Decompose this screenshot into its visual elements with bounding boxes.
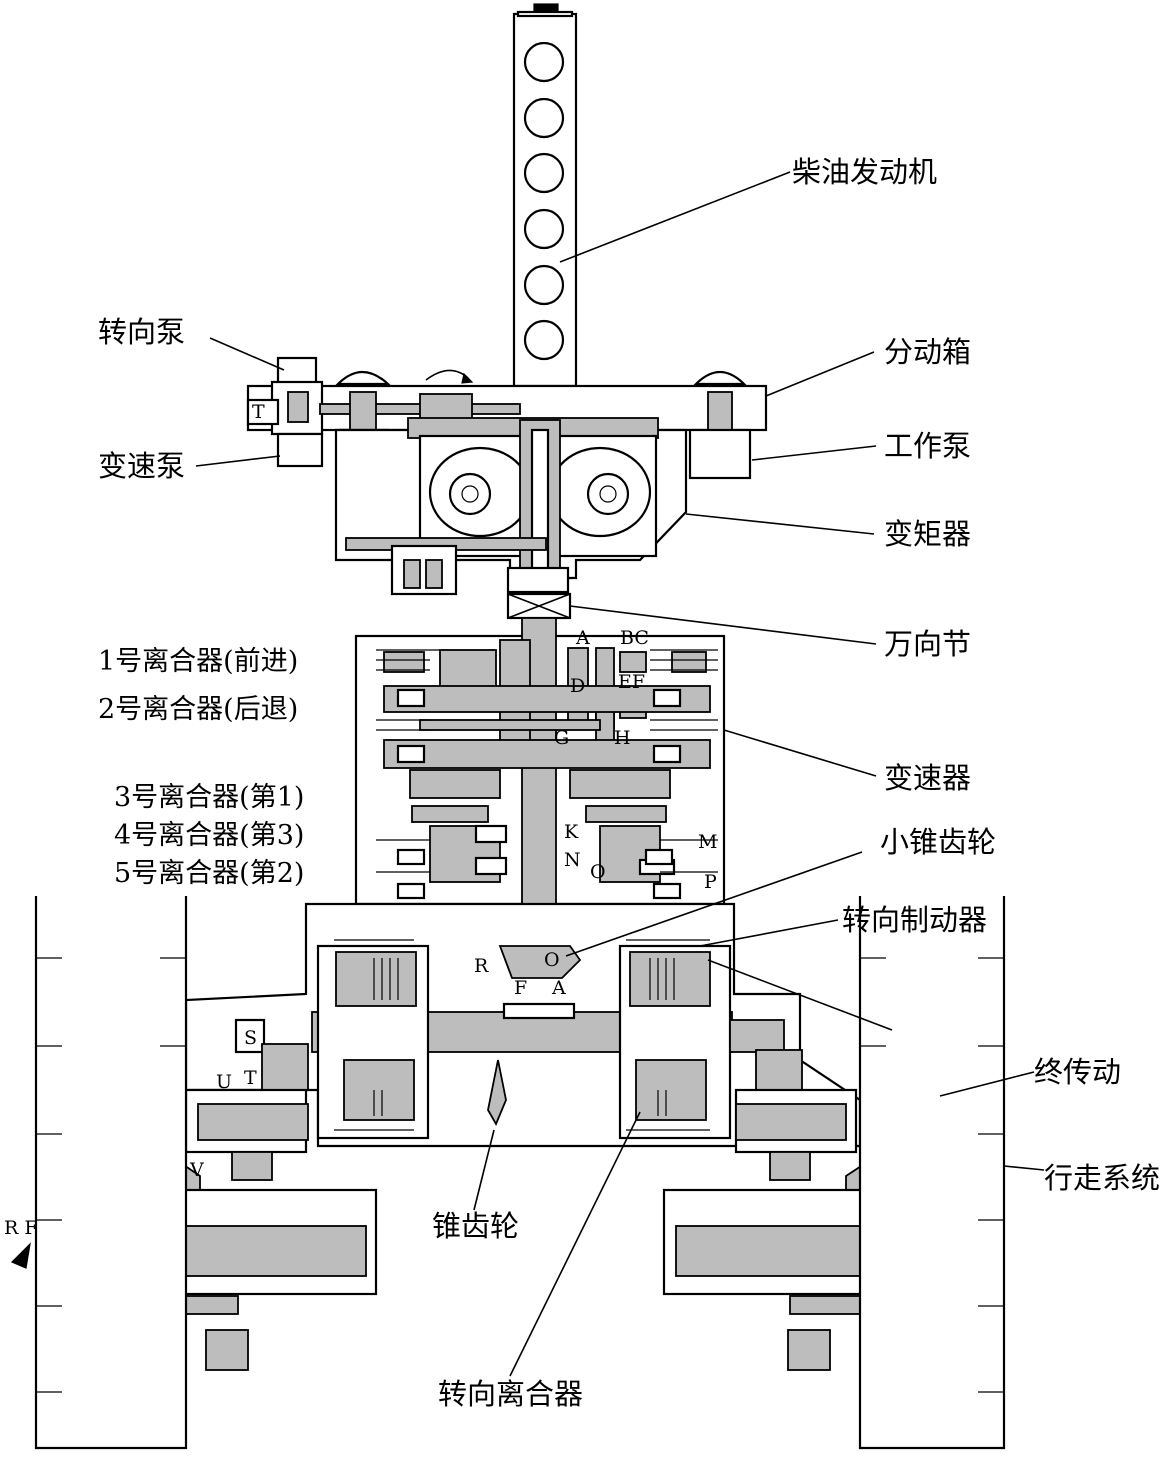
- letter-rf: R F: [4, 1217, 38, 1239]
- transfer-box: [246, 356, 768, 480]
- travel-system: [34, 896, 1006, 1450]
- label-work-pump: 工作泵: [884, 429, 971, 463]
- label-bevel-gear: 锥齿轮: [432, 1209, 519, 1243]
- label-steering-clutch: 转向离合器: [438, 1377, 583, 1411]
- label-clutch-2: 2号离合器(后退): [98, 694, 298, 725]
- label-diesel-engine: 柴油发动机: [792, 155, 937, 189]
- label-steering-pump: 转向泵: [98, 315, 185, 349]
- transmission: [354, 617, 726, 949]
- letter-f: F: [514, 977, 527, 999]
- label-shift-pump: 变速泵: [98, 449, 185, 483]
- leader-lines: [195, 171, 1045, 1377]
- letter-h: H: [614, 727, 631, 749]
- letter-ef: EF: [618, 671, 645, 693]
- letter-callouts: T A BC D EF G H K M N O P R O F A S U T …: [4, 401, 717, 1239]
- letter-a: A: [575, 627, 590, 649]
- letter-p: P: [704, 871, 717, 893]
- universal-joint: [506, 592, 572, 620]
- labels: 柴油发动机 转向泵 分动箱 变速泵 工作泵 变矩器 万向节 1号离合器(前进) …: [98, 155, 1160, 1411]
- label-universal-joint: 万向节: [884, 627, 971, 661]
- letter-m: M: [698, 831, 717, 853]
- letter-r: R: [474, 955, 489, 977]
- letter-t: T: [244, 1067, 257, 1089]
- letter-t-pump: T: [252, 401, 265, 423]
- label-clutch-4: 4号离合器(第3): [114, 820, 304, 851]
- letter-s: S: [244, 1027, 257, 1049]
- label-steering-brake: 转向制动器: [842, 903, 987, 937]
- label-final-drive: 终传动: [1034, 1055, 1121, 1089]
- letter-d: D: [570, 675, 585, 697]
- letter-k: K: [564, 821, 579, 843]
- label-transmission: 变速器: [884, 761, 971, 795]
- letter-n: N: [564, 849, 581, 871]
- torque-converter: [334, 417, 688, 596]
- label-clutch-3: 3号离合器(第1): [114, 782, 304, 813]
- label-torque-converter: 变矩器: [884, 517, 971, 551]
- letter-g: G: [554, 727, 569, 749]
- letter-bc: BC: [620, 627, 649, 649]
- letter-o2: O: [544, 949, 560, 971]
- letter-u: U: [216, 1071, 232, 1093]
- letter-o: O: [590, 861, 606, 883]
- label-clutch-1: 1号离合器(前进): [98, 646, 298, 677]
- label-transfer-box: 分动箱: [884, 335, 971, 369]
- letter-v: V: [189, 1159, 204, 1181]
- label-small-bevel-gear: 小锥齿轮: [880, 825, 996, 859]
- diesel-engine: [512, 3, 578, 388]
- label-travel-system: 行走系统: [1044, 1161, 1160, 1195]
- letter-a2: A: [551, 977, 566, 999]
- steering-housing: [184, 902, 862, 1148]
- label-clutch-5: 5号离合器(第2): [114, 858, 304, 889]
